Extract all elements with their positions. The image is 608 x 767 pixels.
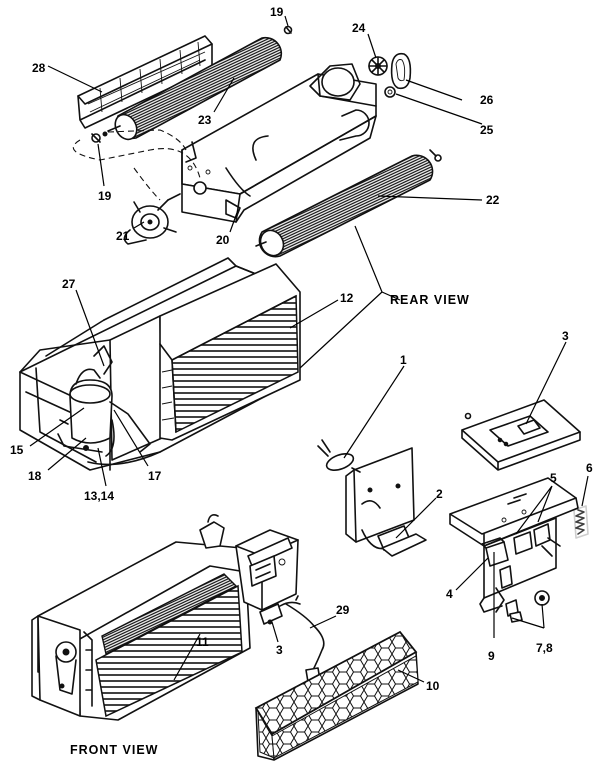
rear-view-label: REAR VIEW [390,293,470,307]
spring-part-6 [573,505,589,539]
callout-4: 4 [446,587,453,601]
gasket-part-26 [390,52,412,90]
callout-5: 5 [550,471,557,485]
callout-9: 9 [488,649,495,663]
callout-3-front: 3 [276,643,283,657]
callout-25: 25 [480,123,494,137]
callout-22: 22 [486,193,500,207]
control-panel-cover-part-3 [461,399,581,471]
chassis-front [31,514,301,721]
callout-19-top: 19 [270,5,284,19]
callout-6: 6 [586,461,593,475]
callout-10: 10 [426,679,440,693]
blower-wheel-part-22 [255,154,434,258]
callout-12: 12 [340,291,354,305]
fan-blade-part-24 [368,56,388,76]
fan-motor-part-21 [123,193,181,245]
callout-7-8: 7,8 [536,641,553,655]
callout-1: 1 [400,353,407,367]
callout-19-left: 19 [98,189,112,203]
wiring-harness-dashed [72,129,201,201]
callout-24: 24 [352,21,366,35]
leader-lines [29,15,589,683]
callout-labels: 28 23 19 24 26 25 19 21 20 22 27 12 REAR… [10,5,593,757]
front-view-label: FRONT VIEW [70,743,158,757]
blower-housing [181,63,377,223]
screw-part-19-top [283,25,293,35]
power-cord-part-29 [285,603,325,683]
callout-18: 18 [28,469,42,483]
callout-26: 26 [480,93,494,107]
callout-27: 27 [62,277,76,291]
filter-bracket-part-28 [77,35,213,129]
callout-20: 20 [216,233,230,247]
capacitor-bracket-part-1-2 [317,439,427,557]
callout-13-14: 13,14 [84,489,114,503]
callout-29: 29 [336,603,350,617]
nut-part-25 [384,86,396,98]
callout-23: 23 [198,113,212,127]
screw-part-19-left [91,131,108,143]
front-grille-part-10 [254,630,419,761]
callout-15: 15 [10,443,24,457]
housing-screw [429,149,442,162]
control-box-assembly [449,477,579,623]
callout-3-top: 3 [562,329,569,343]
callout-11: 11 [196,635,209,649]
callout-17: 17 [148,469,162,483]
callout-2: 2 [436,487,443,501]
callout-28: 28 [32,61,46,75]
blower-wheel-part-23 [107,36,283,141]
callout-21: 21 [116,229,130,243]
